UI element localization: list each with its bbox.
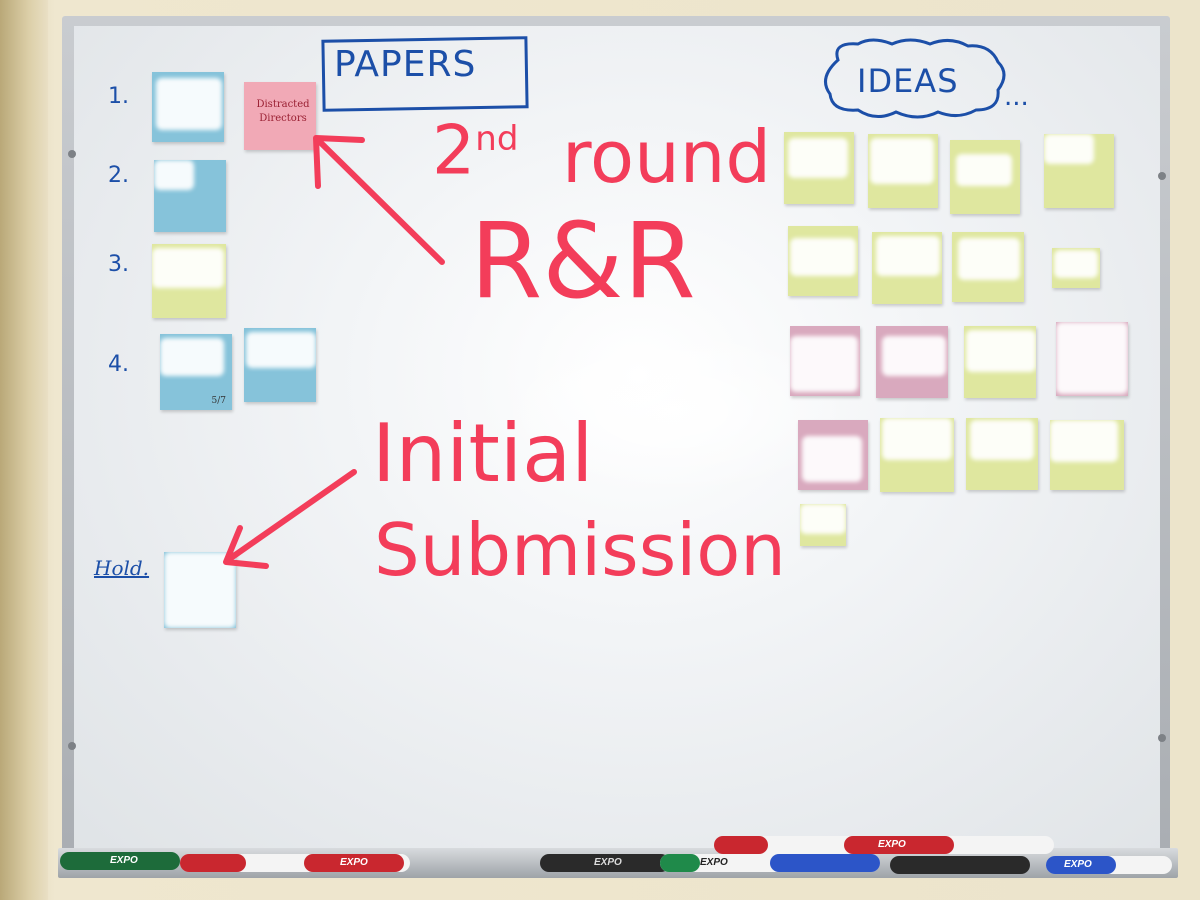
green-marker[interactable]: EXPO: [60, 852, 180, 870]
marker-brand: EXPO: [700, 857, 728, 868]
ideas-ellipsis: ...: [1004, 82, 1029, 112]
sticky-note-idea: [798, 420, 868, 490]
marker-brand: EXPO: [594, 857, 622, 868]
sticky-note-idea: [1052, 248, 1100, 288]
frame-screw: [1158, 172, 1166, 180]
paper-number-2: 2.: [108, 163, 129, 188]
paper-number-4: 4.: [108, 352, 129, 377]
sticky-note-small-text: 5/7: [211, 396, 226, 406]
redaction-blur: [156, 78, 222, 130]
sticky-note-idea: [880, 418, 954, 492]
sticky-note-idea: [872, 232, 942, 304]
redaction-blur: [790, 336, 858, 392]
frame-screw: [68, 742, 76, 750]
marker-body-label: [770, 854, 880, 872]
marker-cap: [714, 836, 768, 854]
paper-number-1: 1.: [108, 84, 129, 109]
redaction-blur: [876, 236, 940, 276]
marker-brand: EXPO: [110, 855, 138, 866]
marker-brand: EXPO: [878, 839, 906, 850]
sticky-note-paper-4b: [244, 328, 316, 402]
redaction-blur: [800, 504, 846, 534]
papers-heading: PAPERS: [334, 44, 477, 85]
black-marker-2[interactable]: [890, 856, 1030, 874]
redaction-blur: [790, 238, 856, 276]
frame-screw: [68, 150, 76, 158]
redaction-blur: [882, 418, 952, 460]
sticky-note-idea: [868, 134, 938, 208]
redaction-blur: [1056, 322, 1128, 394]
redaction-blur: [970, 420, 1034, 460]
blue-marker-2[interactable]: EXPO: [1046, 856, 1172, 874]
frame-screw: [1158, 734, 1166, 742]
sticky-note-idea: [964, 326, 1036, 398]
sticky-note-hold: [164, 552, 236, 628]
r-and-r-label: R&R: [470, 200, 696, 322]
wall-door-frame: [0, 0, 48, 900]
redaction-blur: [164, 552, 236, 628]
initial-label: Initial: [372, 407, 594, 500]
marker-brand: EXPO: [1064, 859, 1092, 870]
sticky-note-paper-2: [154, 160, 226, 232]
sticky-note-idea: [950, 140, 1020, 214]
marker-cap: [660, 854, 700, 872]
sticky-note-idea: [788, 226, 858, 296]
redaction-blur: [958, 238, 1020, 280]
submission-label: Submission: [374, 508, 786, 592]
second-round-suffix: nd: [475, 119, 519, 159]
marker-body-label: [844, 836, 954, 854]
sticky-note-distracted-directors: Distracted Directors: [244, 82, 316, 150]
red-marker[interactable]: EXPO: [180, 854, 410, 872]
sticky-note-idea: [1056, 322, 1128, 396]
second-round-ordinal: 2nd: [432, 104, 518, 187]
second-round-word: round: [562, 115, 772, 199]
redaction-blur: [1054, 250, 1098, 278]
arrow-to-hold-note: [225, 469, 357, 563]
redaction-blur: [246, 332, 316, 368]
sticky-note-paper-1: [152, 72, 224, 142]
sticky-note-idea: [784, 132, 854, 204]
paper-number-3: 3.: [108, 252, 129, 277]
redaction-blur: [966, 330, 1036, 372]
sticky-note-idea: [952, 232, 1024, 302]
sticky-note-idea: [966, 418, 1038, 490]
redaction-blur: [154, 160, 194, 190]
marker-body-label: [304, 854, 404, 872]
redaction-blur: [802, 436, 862, 482]
black-marker[interactable]: EXPO: [540, 854, 670, 872]
red-marker-top[interactable]: EXPO: [714, 836, 1054, 854]
arrow-head-up: [313, 135, 365, 189]
redaction-blur: [882, 336, 946, 376]
marker-cap: [180, 854, 246, 872]
redaction-blur: [956, 154, 1012, 186]
redaction-blur: [870, 138, 934, 184]
redaction-blur: [1050, 420, 1118, 462]
hold-label: Hold.: [94, 556, 150, 580]
marker-brand: EXPO: [340, 857, 368, 868]
sticky-note-text: Distracted Directors: [256, 99, 310, 124]
ideas-heading: IDEAS: [857, 62, 959, 100]
redaction-blur: [1044, 134, 1094, 164]
arrow-to-distracted-directors: [317, 139, 445, 265]
sticky-note-idea: [1044, 134, 1114, 208]
sticky-note-idea: [790, 326, 860, 396]
redaction-blur: [160, 338, 224, 376]
sticky-note-paper-4a: 5/7: [160, 334, 232, 410]
sticky-note-idea: [1050, 420, 1124, 490]
arrow-head-down: [223, 525, 269, 569]
marker-body-label: [1046, 856, 1116, 874]
redaction-blur: [152, 248, 224, 288]
sticky-note-idea: [800, 504, 846, 546]
sticky-note-paper-3: [152, 244, 226, 318]
redaction-blur: [788, 138, 848, 178]
second-round-number: 2: [432, 111, 476, 191]
blue-marker[interactable]: EXPO: [660, 854, 880, 872]
sticky-note-idea: [876, 326, 948, 398]
